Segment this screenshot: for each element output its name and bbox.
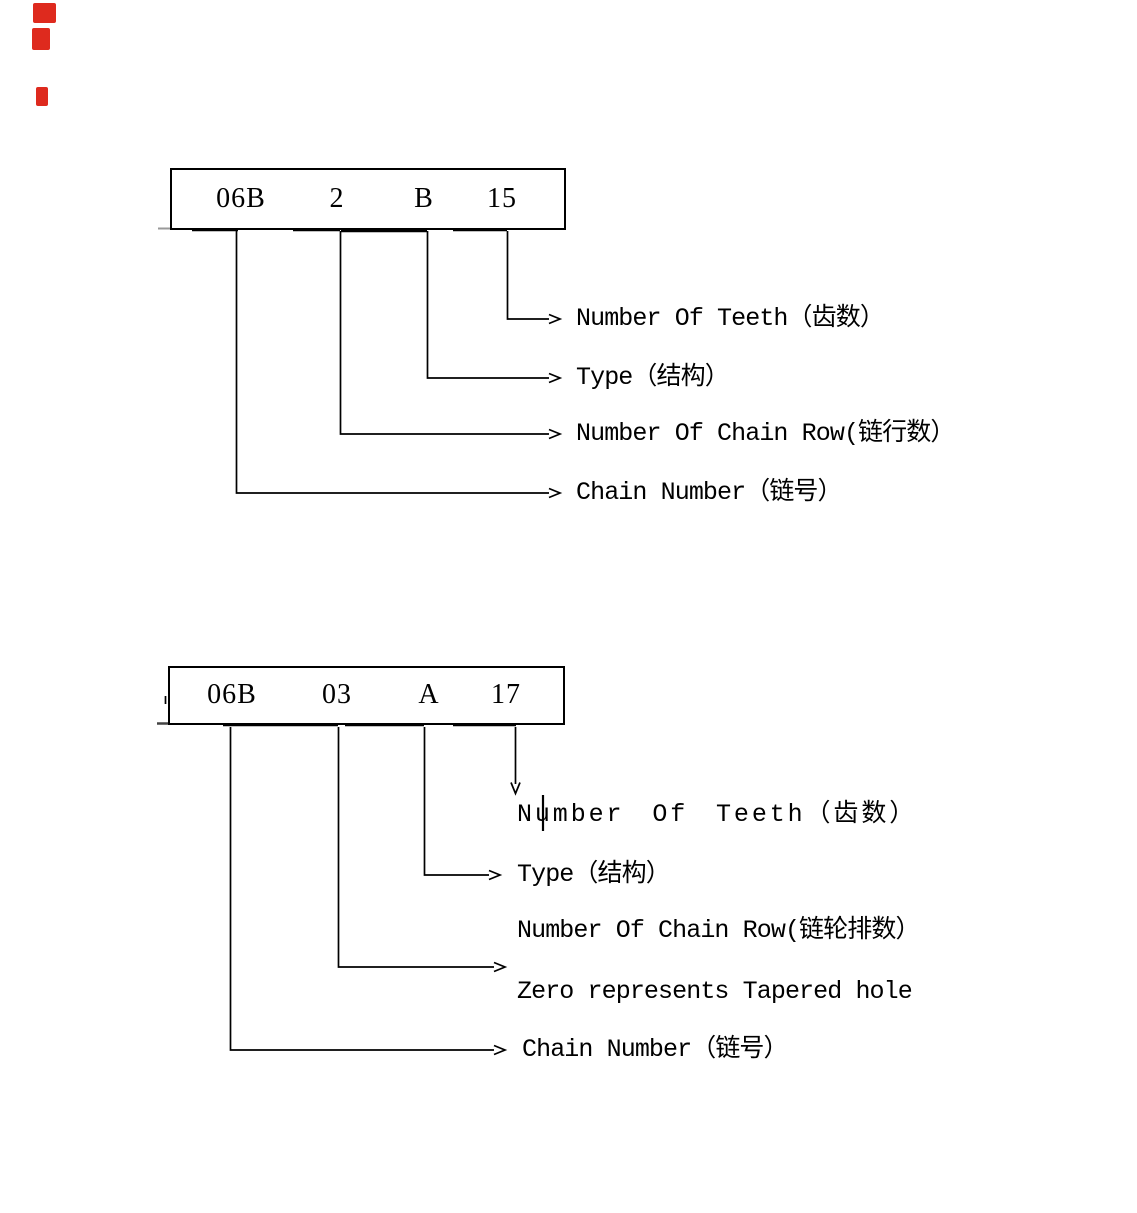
label-number-of-teeth: Number Of Teeth（齿数） <box>576 304 885 333</box>
label-chain-number: Chain Number（链号） <box>522 1035 789 1064</box>
code-type: A <box>418 679 440 710</box>
connector-type <box>426 231 549 379</box>
label-zero-tapered-hole: Zero represents Tapered hole <box>517 977 913 1006</box>
arrowhead-right <box>548 372 563 384</box>
code-box-bottom <box>168 666 565 725</box>
label-chain-row: Number Of Chain Row(链行数） <box>576 419 955 448</box>
connector-chain-number <box>235 231 549 494</box>
connector-chain-row <box>339 231 549 435</box>
arrowhead-right <box>493 961 508 973</box>
connector-teeth <box>506 231 549 320</box>
arrowhead-right <box>548 313 563 325</box>
red-mark-2 <box>32 28 50 50</box>
label-type: Type（结构） <box>576 363 730 392</box>
arrowhead-down <box>510 782 521 796</box>
arrowhead-right <box>493 1044 508 1056</box>
code-teeth: 15 <box>487 183 517 214</box>
code-box-top <box>170 168 566 230</box>
red-mark-3 <box>36 87 48 106</box>
red-mark-1 <box>33 3 56 23</box>
label-number-of-teeth: Number Of Teeth（齿数） <box>517 800 918 829</box>
arrowhead-right <box>488 869 503 881</box>
connector-chain-row <box>337 727 494 968</box>
connector-chain-number <box>229 727 494 1051</box>
arrowhead-right <box>548 428 563 440</box>
label-type: Type（结构） <box>517 860 671 889</box>
code-chain-number: 06B <box>207 679 257 710</box>
label-chain-row: Number Of Chain Row(链轮排数） <box>517 916 920 945</box>
label-chain-number: Chain Number（链号） <box>576 478 843 507</box>
code-chain-row: 2 <box>329 183 345 214</box>
connector-type <box>423 727 489 876</box>
code-teeth: 17 <box>491 679 521 710</box>
code-chain-number: 06B <box>216 183 266 214</box>
code-chain-row: 03 <box>322 679 352 710</box>
code-type: B <box>414 183 434 214</box>
arrowhead-right <box>548 487 563 499</box>
